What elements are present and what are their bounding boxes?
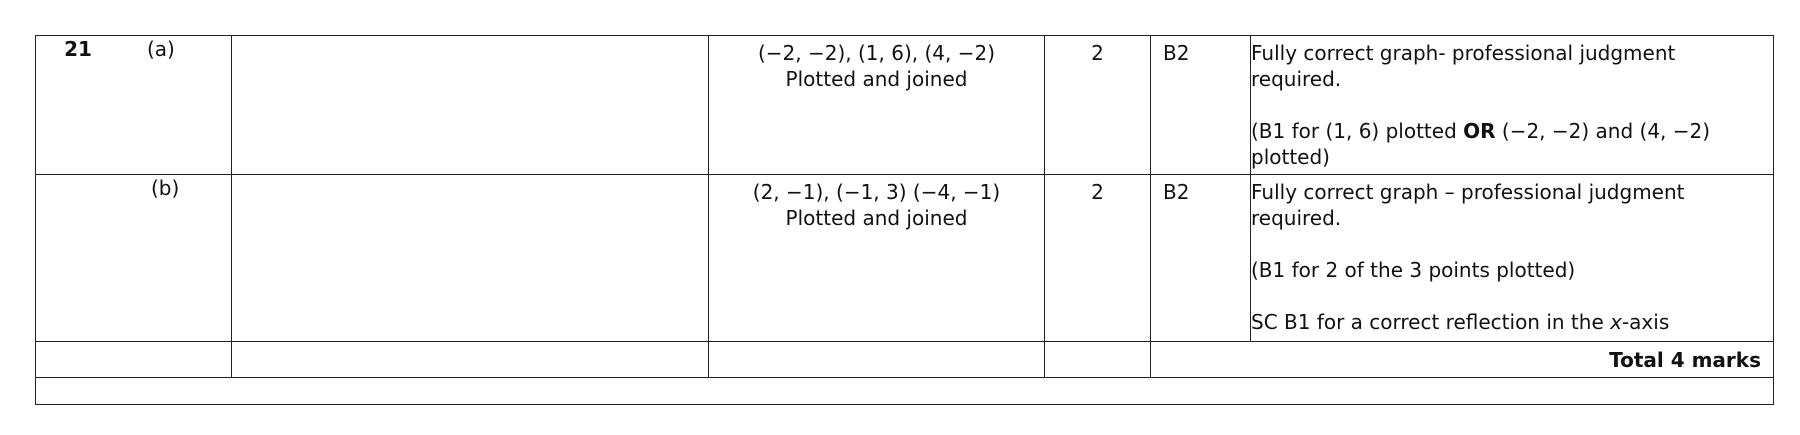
mark-cell: 2 <box>1044 35 1151 175</box>
total-marks: Total 4 marks <box>1150 341 1774 378</box>
guidance-text: (B1 for (1, 6) plotted OR (−2, −2) and (… <box>1251 118 1761 170</box>
answer-line: Plotted and joined <box>785 206 968 230</box>
table-row: 21 (a) (−2, −2), (1, 6), (4, −2) Plotted … <box>35 35 1774 175</box>
empty-cell <box>1044 341 1151 378</box>
question-cell: (b) <box>35 174 232 342</box>
mark-cell: 2 <box>1044 174 1151 342</box>
guidance-italic: x <box>1610 310 1622 334</box>
guidance-fragment: SC B1 for a correct reflection in the <box>1251 310 1611 334</box>
part-label: (a) <box>147 37 175 61</box>
mark-code-cell: B2 <box>1150 174 1251 342</box>
guidance-fragment: -axis <box>1621 310 1670 334</box>
answer-line: Plotted and joined <box>785 67 968 91</box>
guidance-bold: OR <box>1463 119 1496 143</box>
answer-cell: (−2, −2), (1, 6), (4, −2) Plotted and jo… <box>708 35 1045 175</box>
table-row: Total 4 marks <box>35 341 1774 378</box>
guidance-cell: Fully correct graph- professional judgme… <box>1250 35 1774 175</box>
working-cell <box>231 35 709 175</box>
working-cell <box>231 174 709 342</box>
question-number: 21 <box>64 37 92 61</box>
guidance-text: SC B1 for a correct reflection in the x-… <box>1251 309 1761 335</box>
part-label: (b) <box>151 176 180 200</box>
answer-line: (2, −1), (−1, 3) (−4, −1) <box>752 180 1001 204</box>
answer-line: (−2, −2), (1, 6), (4, −2) <box>757 41 995 65</box>
empty-cell <box>231 341 709 378</box>
empty-row-cell <box>35 377 1774 405</box>
empty-cell <box>708 341 1045 378</box>
question-cell: 21 (a) <box>35 35 232 175</box>
guidance-text: Fully correct graph- professional judgme… <box>1251 41 1676 91</box>
table-row <box>35 377 1774 405</box>
guidance-cell: Fully correct graph – professional judgm… <box>1250 174 1774 342</box>
mark-code-cell: B2 <box>1150 35 1251 175</box>
guidance-text: (B1 for 2 of the 3 points plotted) <box>1251 258 1576 282</box>
answer-cell: (2, −1), (−1, 3) (−4, −1) Plotted and jo… <box>708 174 1045 342</box>
guidance-fragment: (B1 for (1, 6) plotted <box>1251 119 1464 143</box>
table-row: (b) (2, −1), (−1, 3) (−4, −1) Plotted an… <box>35 174 1774 342</box>
guidance-text: Fully correct graph – professional judgm… <box>1251 180 1685 230</box>
empty-cell <box>35 341 232 378</box>
guidance-fragment: (−2, −2) and (4, −2) plotted) <box>1251 119 1711 169</box>
mark-scheme-table: 21 (a) (−2, −2), (1, 6), (4, −2) Plotted … <box>35 35 1774 405</box>
